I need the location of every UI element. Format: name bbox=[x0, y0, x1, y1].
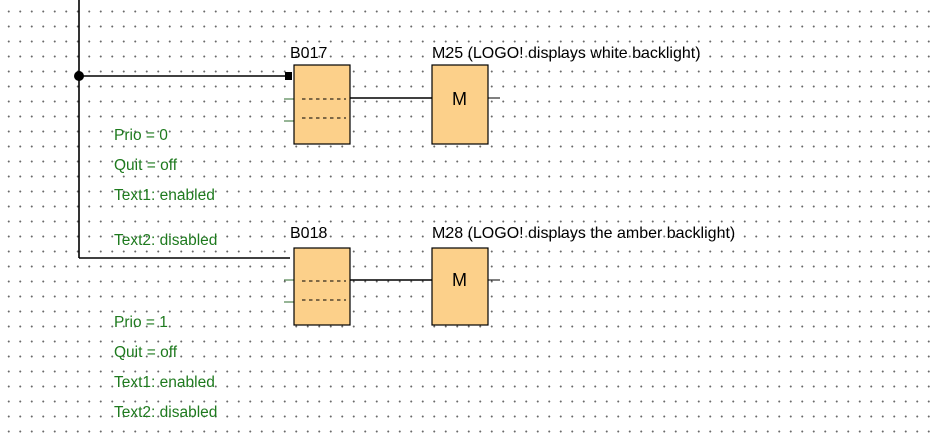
rung-1: B017 M M25 (LOGO! displays white backlig… bbox=[79, 45, 701, 249]
coil-m25[interactable]: M bbox=[431, 64, 489, 145]
message-text-block-b018[interactable] bbox=[293, 247, 351, 326]
coil-body[interactable] bbox=[431, 64, 489, 145]
coil-label-m25: M25 (LOGO! displays white backlight) bbox=[432, 45, 701, 62]
param-quit: Quit = off bbox=[114, 344, 178, 361]
coil-letter: M bbox=[452, 270, 467, 290]
block-body[interactable] bbox=[293, 64, 351, 145]
param-text2: Text2: disabled bbox=[114, 232, 217, 249]
coil-letter: M bbox=[452, 89, 467, 109]
connected-input-marker bbox=[285, 72, 292, 80]
coil-m28[interactable]: M bbox=[431, 247, 489, 326]
coil-body[interactable] bbox=[431, 247, 489, 326]
block-body[interactable] bbox=[293, 247, 351, 326]
message-text-block-b017[interactable] bbox=[293, 64, 351, 145]
param-text1: Text1: enabled bbox=[114, 374, 215, 391]
block-label-b018: B018 bbox=[290, 225, 327, 242]
param-prio: Prio = 0 bbox=[114, 127, 168, 144]
param-quit: Quit = off bbox=[114, 157, 178, 174]
param-text2: Text2: disabled bbox=[114, 404, 217, 421]
param-prio: Prio = 1 bbox=[114, 314, 168, 331]
rung-2: B018 M M28 (LOGO! displays the amber bac… bbox=[79, 225, 735, 421]
block-label-b017: B017 bbox=[290, 45, 327, 62]
param-text1: Text1: enabled bbox=[114, 187, 215, 204]
coil-label-m28: M28 (LOGO! displays the amber backlight) bbox=[432, 225, 735, 242]
